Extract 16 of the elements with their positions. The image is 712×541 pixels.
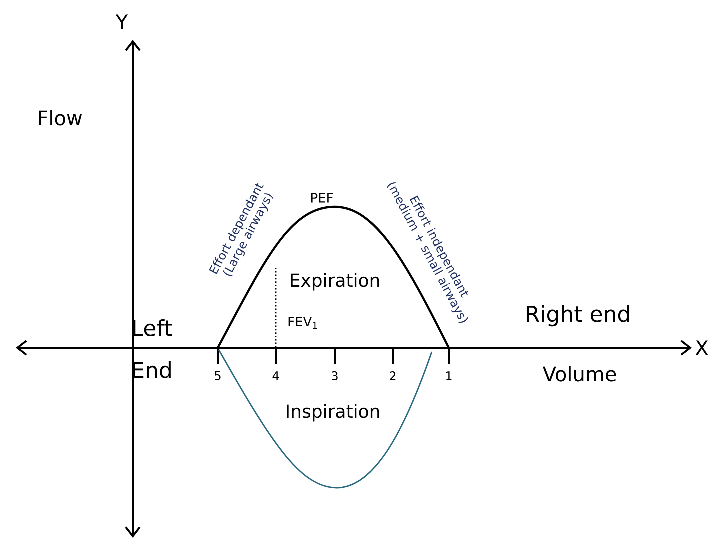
axis-label: Volume <box>542 366 616 382</box>
tick-label: 3 <box>332 371 338 381</box>
end-label: End <box>133 362 171 379</box>
axis-label: Y <box>116 14 128 30</box>
tick-label: 2 <box>390 372 396 380</box>
end-label: Left <box>133 320 172 337</box>
tick-label: 4 <box>272 372 280 380</box>
axis-label: Flow <box>39 110 82 126</box>
tick-label: 5 <box>215 372 221 380</box>
tick-label: 1 <box>446 372 452 380</box>
axis-label: X <box>696 340 708 356</box>
marker-label: FEV$_{1}$ <box>288 317 318 329</box>
region-label: Inspiration <box>287 404 380 422</box>
point-label: PEF <box>312 193 334 203</box>
region-label: Expiration <box>291 273 380 291</box>
end-label: Right end <box>526 305 630 327</box>
